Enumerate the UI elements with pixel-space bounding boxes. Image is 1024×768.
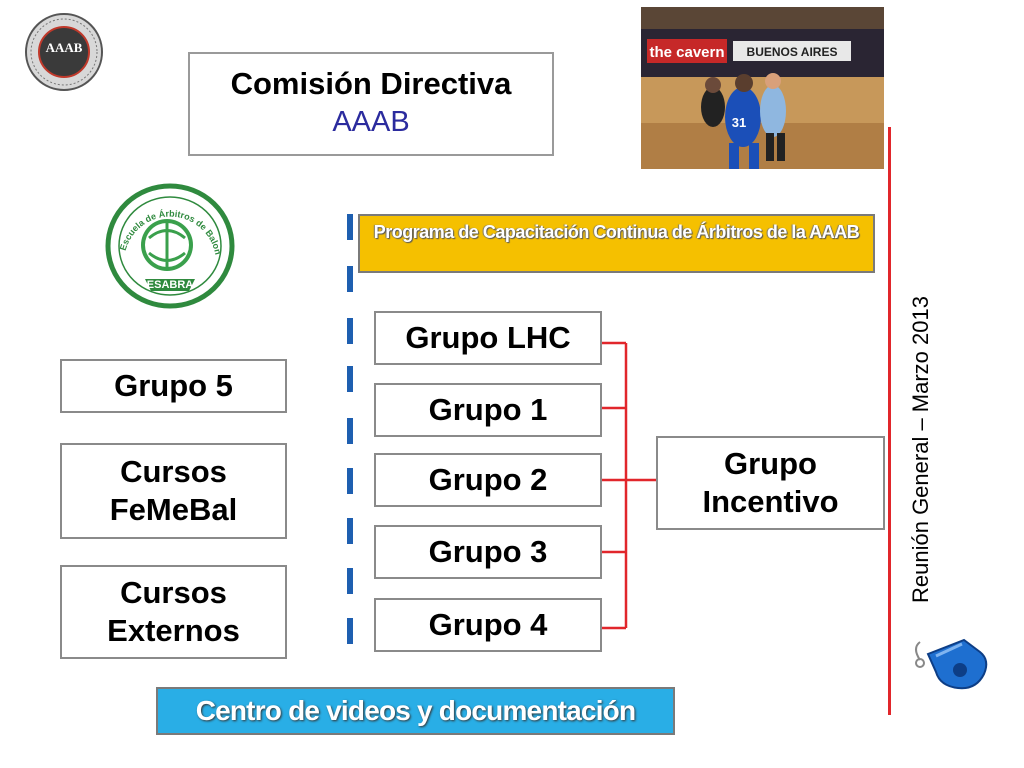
title-box: Comisión Directiva AAAB [188,52,554,156]
red-connectors [602,341,660,630]
box-grupo-3: Grupo 3 [374,525,602,579]
photo-banner-right: BUENOS AIRES [747,45,838,59]
box-grupo-2: Grupo 2 [374,453,602,507]
box-cursos-externos: Cursos Externos [60,565,287,659]
box-cursos-femebal: Cursos FeMeBal [60,443,287,539]
esabra-text: ESABRA [147,279,194,291]
program-banner: Programa de Capacitación Continua de Árb… [358,214,875,273]
whistle-icon [906,630,996,696]
box-grupo-lhc: Grupo LHC [374,311,602,365]
box-grupo-5: Grupo 5 [60,359,287,413]
dashed-divider [347,214,355,666]
page-title: Comisión Directiva [230,66,512,101]
side-meeting-label: Reunión General – Marzo 2013 [908,296,933,603]
centro-videos-banner: Centro de videos y documentación [156,687,675,735]
red-vertical-line [888,127,891,715]
photo-banner-left: the cavern [649,44,724,61]
page-subtitle: AAAB [332,106,410,138]
box-grupo-1: Grupo 1 [374,383,602,437]
esabra-logo: Escuela de Árbitros de Balonmano de la R… [101,175,235,309]
box-grupo-incentivo: Grupo Incentivo [656,436,885,530]
aaab-logo-letters: AAAB [46,40,83,55]
handball-photo: the cavern BUENOS AIRES 31 [641,7,884,169]
aaab-logo: AAAB [22,10,106,94]
photo-player-number: 31 [732,115,746,130]
box-grupo-4: Grupo 4 [374,598,602,652]
